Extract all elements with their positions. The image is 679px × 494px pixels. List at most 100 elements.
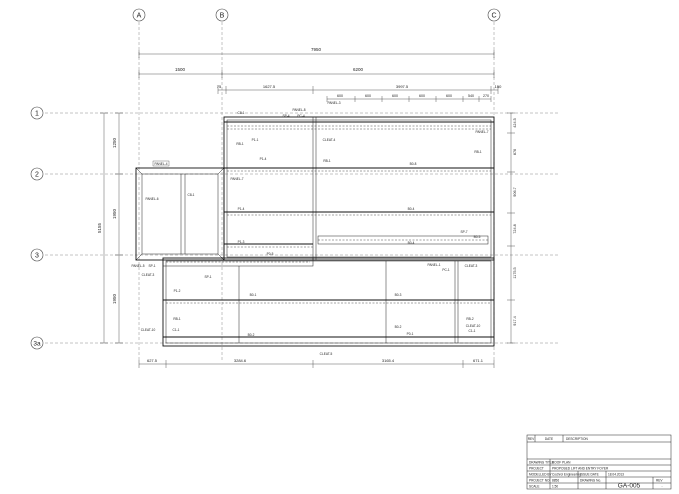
rev-header-date: DATE <box>545 437 553 441</box>
title-value-project: PROPOSED LIFT AND ENTRY FOYER <box>552 467 609 471</box>
rev-header-description: DESCRIPTION <box>566 437 588 441</box>
member-tag: P1-3 <box>238 240 245 244</box>
dimension-text: 424.5 <box>513 118 517 128</box>
dimension-text: 1950 <box>112 293 117 304</box>
grid-label-2: 2 <box>35 172 39 179</box>
title-value-scale: 1:50 <box>552 485 558 489</box>
dimension-top-split: 1500 6200 <box>138 67 495 78</box>
dimension-text: 3165.4 <box>382 358 395 363</box>
title-block: REV DATE DESCRIPTION DRAWING TITLE ROOF … <box>526 434 672 490</box>
dimension-text: 540 <box>468 94 474 98</box>
dimension-text: 1627.5 <box>263 84 276 89</box>
rev-header-rev: REV <box>528 437 535 441</box>
member-tag: B0-4 <box>408 207 415 211</box>
member-tags-lower: PANEL-5 SP-1 CLEAT-3 PANEL-1 PC-1 CLEAT-… <box>131 263 480 356</box>
rev-value: - <box>661 485 662 489</box>
member-tag: PANEL-5 <box>131 264 144 268</box>
member-tags-left: PANEL-4 PANEL-6 C8-1 <box>145 160 195 201</box>
dimension-text: 3997.5 <box>396 84 409 89</box>
drawing-no-label: DRAWING No. <box>580 479 601 483</box>
grid-bubble-3a <box>30 336 44 350</box>
member-tag: SP-1 <box>204 275 211 279</box>
grid-bubble-a <box>132 8 146 22</box>
dimension-text: 6200 <box>353 67 364 72</box>
title-label-scale: SCALE <box>529 485 539 489</box>
member-tag: SP-4 <box>282 114 289 118</box>
member-tag: PANEL-6 <box>145 197 158 201</box>
dimension-text: 3284.6 <box>234 358 247 363</box>
member-tag: B0-2 <box>248 333 255 337</box>
member-tag: B0-3 <box>395 293 402 297</box>
member-tag: PC-4 <box>297 114 304 118</box>
dimension-left-inner: 1250 1950 1950 <box>112 112 123 344</box>
dimension-text: 7950 <box>311 47 322 52</box>
dimension-text: 917.4 <box>513 316 517 326</box>
member-tag: PANEL-7 <box>475 130 488 134</box>
member-tag: C8-1 <box>188 193 195 197</box>
grid-label-a: A <box>137 13 142 20</box>
member-tag: P1-4 <box>238 207 245 211</box>
dimension-bottom: 627.5 3284.6 3165.4 671.1 <box>138 358 495 368</box>
member-tag: B0-8 <box>410 162 417 166</box>
dimension-left-outer: 5155 <box>97 112 108 344</box>
member-tag: P1-2 <box>174 289 181 293</box>
dimension-text: 876 <box>513 149 517 155</box>
issue-date-label: ISSUE DATE <box>580 473 599 477</box>
dimension-text: 600 <box>419 94 425 98</box>
member-tag: RB-1 <box>323 159 330 163</box>
dimension-text: 270 <box>483 94 489 98</box>
dimension-text: 1175.5 <box>513 267 517 278</box>
member-tag: RB-1 <box>474 150 481 154</box>
title-label-project: PROJECT <box>529 467 544 471</box>
rev-label: REV <box>656 479 663 483</box>
member-tag: CLEAT-5 <box>320 352 333 356</box>
dimension-overall: 7950 <box>138 47 495 58</box>
grid-label-c: C <box>491 13 496 20</box>
member-tag: C8-1 <box>238 111 245 115</box>
dimension-text: 724.8 <box>513 224 517 234</box>
member-tag: B0-5 <box>474 235 481 239</box>
member-tag: PC-1 <box>442 268 449 272</box>
member-tag: CLEAT-10 <box>141 328 156 332</box>
grid-bubble-b <box>215 8 229 22</box>
dimension-text: 600 <box>392 94 398 98</box>
left-panel-structure <box>135 167 225 261</box>
dimension-text: 600 <box>337 94 343 98</box>
member-tag: RB-2 <box>466 317 473 321</box>
dimension-text: 1500 <box>175 67 186 72</box>
grid-bubble-3 <box>30 248 44 262</box>
member-tag: B0-2 <box>395 325 402 329</box>
title-value-drawing-title: ROOF PLAN <box>552 461 571 465</box>
title-value-project-no: 8856 <box>552 479 559 483</box>
grid-bubble-1 <box>30 106 44 120</box>
dimension-text: 627.5 <box>147 358 158 363</box>
member-tag: PANEL-7 <box>230 177 243 181</box>
member-tag: C1-1 <box>469 329 476 333</box>
member-tag: RB-1 <box>173 317 180 321</box>
member-tag: PANEL-3 <box>327 101 340 105</box>
dimension-text: 1950 <box>112 208 117 219</box>
member-tag: PANEL-4 <box>154 162 167 166</box>
dimension-bays: 600 600 600 600 600 540 270 <box>326 94 492 102</box>
member-tag: B0-4 <box>408 241 415 245</box>
grid-label-3a: 3a <box>33 341 41 348</box>
dimension-text: 906.7 <box>513 187 517 197</box>
member-tag: CLEAT-3 <box>465 264 478 268</box>
issue-date-value: 18.04.2013 <box>608 473 624 477</box>
title-label-modelled-by: MODELLED BY <box>529 473 553 477</box>
dimension-top-detail: 75 1627.5 3997.5 150 <box>217 84 502 94</box>
drawing-no-value: GA-005 <box>618 483 641 490</box>
member-tag: CLEAT-4 <box>323 138 336 142</box>
lower-structure <box>162 257 495 347</box>
member-tag: P0-1 <box>407 332 414 336</box>
dimension-text: 150 <box>495 84 502 89</box>
grid-bubble-2 <box>30 167 44 181</box>
dimension-right: 424.5 876 906.7 724.8 1175.5 917.4 <box>507 112 517 344</box>
title-label-project-no: PROJECT NO <box>529 479 550 483</box>
title-value-modelled-by: Cochrol Engineering <box>552 473 581 477</box>
grid-label-1: 1 <box>35 111 39 118</box>
dimension-text: 1250 <box>112 137 117 148</box>
grid-label-3: 3 <box>35 253 39 260</box>
member-tag: PANEL-8 <box>292 108 305 112</box>
